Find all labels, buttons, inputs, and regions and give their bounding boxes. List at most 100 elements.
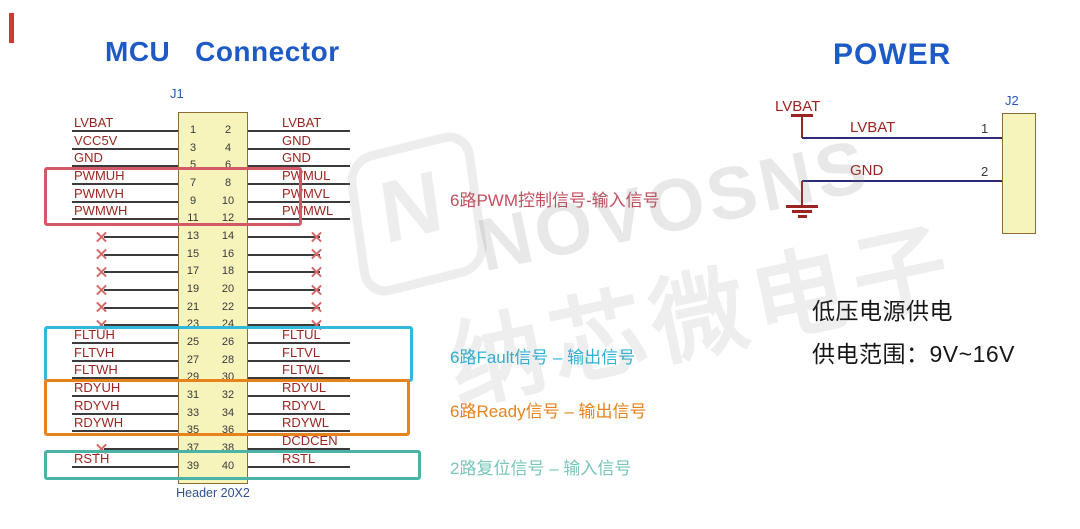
wire-stub — [72, 183, 178, 185]
no-connect-x-icon — [311, 302, 322, 313]
lvbat-wire — [802, 137, 1002, 139]
wire-stub — [248, 395, 350, 398]
pin-number: 4 — [224, 141, 232, 154]
lvbat-power-port-label: LVBAT — [775, 98, 821, 115]
wire-stub — [248, 448, 350, 451]
pin-number: 2 — [981, 164, 989, 179]
watermark-logo-letter: N — [374, 151, 448, 263]
power-title: POWER — [833, 38, 952, 71]
power-port-icon — [791, 114, 813, 117]
pin-number: 2 — [224, 124, 232, 136]
wire-stub — [248, 147, 350, 150]
net-label: RDYUL — [282, 380, 327, 396]
pin-number: 7 — [189, 177, 197, 189]
net-label: FLTVH — [74, 344, 115, 360]
wire-stub — [248, 342, 350, 345]
no-connect-x-icon — [96, 266, 107, 277]
pin-number: 31 — [186, 389, 200, 402]
wire-stub — [72, 147, 178, 150]
no-connect-x-icon — [96, 249, 107, 260]
wire-stub — [104, 289, 178, 292]
net-label: PWMUL — [282, 168, 331, 183]
wire-stub — [72, 430, 178, 433]
net-label-gnd: GND — [850, 162, 884, 179]
wire-stub — [248, 289, 320, 292]
pin-number: 33 — [186, 406, 200, 419]
wire-stub — [248, 430, 350, 433]
net-label: RDYWH — [74, 415, 124, 431]
net-label: PWMVL — [282, 185, 330, 201]
pin-number: 5 — [189, 159, 197, 172]
net-label: FLTWH — [74, 362, 118, 378]
no-connect-x-icon — [96, 284, 107, 295]
wire-stub — [104, 448, 178, 451]
wire-stub — [104, 253, 178, 256]
net-label: LVBAT — [74, 115, 114, 130]
net-label-lvbat: LVBAT — [850, 119, 896, 136]
wire-stub — [248, 412, 350, 415]
wire-stub — [248, 165, 350, 168]
pin-number: 8 — [224, 177, 232, 189]
pin-number: 9 — [189, 194, 197, 207]
power-note-range: 供电范围：9V~16V — [812, 341, 1015, 367]
pin-number: 25 — [186, 336, 200, 349]
header-type-label: Header 20X2 — [176, 486, 250, 500]
net-label: VCC5V — [74, 132, 118, 148]
wire-stub — [72, 377, 178, 380]
ground-icon-bar — [792, 210, 812, 213]
pin-number: 34 — [221, 406, 235, 419]
pin-number: 26 — [221, 336, 235, 349]
power-note-supply: 低压电源供电 — [812, 298, 953, 324]
wire-stub — [248, 306, 320, 309]
pin-number: 40 — [221, 459, 235, 472]
pin-number: 15 — [186, 247, 200, 260]
net-label: GND — [74, 150, 103, 166]
wire-stub — [104, 271, 178, 274]
wire-stub — [248, 236, 320, 239]
j1-designator: J1 — [170, 86, 184, 101]
wire-stub — [248, 253, 320, 256]
wire-stub — [72, 465, 178, 468]
pin-number: 16 — [221, 247, 235, 260]
pin-number: 27 — [186, 353, 200, 366]
j2-connector-body — [1002, 113, 1036, 234]
net-label: FLTUH — [74, 327, 115, 343]
net-label: PWMUH — [74, 168, 125, 183]
net-label: RSTL — [282, 450, 316, 466]
pin-number: 39 — [186, 459, 200, 472]
wire-stub — [248, 130, 350, 132]
ground-icon — [786, 205, 818, 208]
pin-number: 21 — [186, 300, 200, 313]
wire-stub — [72, 130, 178, 132]
group-label-pwm: 6路PWM控制信号-输入信号 — [450, 190, 660, 210]
pin-number: 1 — [981, 121, 989, 136]
group-box-ready — [44, 379, 410, 437]
decoration-mark — [9, 13, 14, 43]
mcu-connector-title: MCU Connector — [105, 36, 340, 67]
wire-stub — [72, 218, 178, 221]
wire-stub — [248, 271, 320, 274]
wire-stub — [248, 359, 350, 362]
no-connect-x-icon — [311, 266, 322, 277]
wire-stub — [104, 306, 178, 309]
net-label: FLTVL — [282, 344, 321, 360]
net-label: PWMWH — [74, 203, 128, 219]
no-connect-x-icon — [96, 302, 107, 313]
wire-stub — [248, 324, 320, 327]
wire-stub — [104, 236, 178, 239]
no-connect-x-icon — [311, 231, 322, 242]
pin-number: 14 — [221, 230, 235, 243]
net-label: RDYVH — [74, 397, 120, 413]
group-box-reset — [44, 449, 421, 480]
net-label: LVBAT — [282, 115, 322, 130]
group-box-fault — [44, 326, 413, 383]
net-label: GND — [282, 150, 311, 166]
net-label: RSTH — [74, 450, 110, 466]
watermark-logo-icon: N — [343, 126, 491, 302]
pin-number: 13 — [186, 230, 200, 243]
net-label: RDYUH — [74, 380, 121, 396]
pin-number: 6 — [224, 159, 232, 172]
j2-designator: J2 — [1005, 93, 1019, 108]
wire-stub — [248, 465, 350, 468]
wire-stub — [72, 395, 178, 398]
